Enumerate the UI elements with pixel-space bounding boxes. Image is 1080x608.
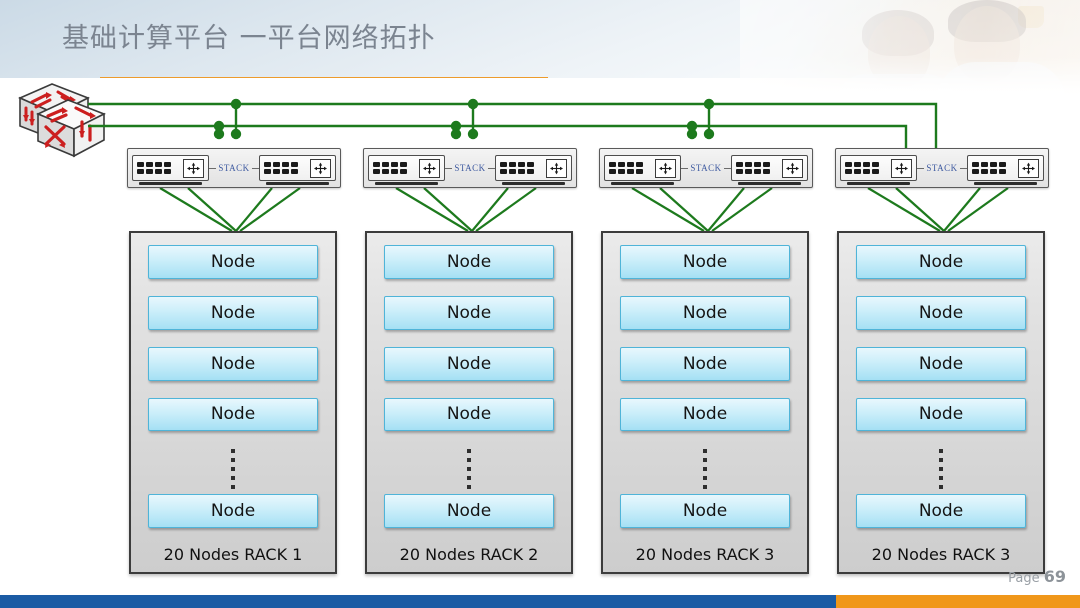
switch-ports-icon — [373, 162, 407, 174]
switch-half-right[interactable] — [258, 155, 336, 185]
switch-half-left[interactable] — [840, 155, 918, 185]
switch-arrows-icon — [309, 158, 331, 178]
node-box[interactable]: Node — [856, 295, 1026, 330]
switch-half-right[interactable] — [966, 155, 1044, 185]
switch-ports-icon — [971, 162, 1006, 174]
rack-label: 20 Nodes RACK 3 — [635, 545, 775, 565]
switch-stack-1[interactable]: STACK — [127, 148, 341, 188]
node-box[interactable]: Node — [856, 494, 1026, 529]
vertical-ellipsis-icon — [703, 448, 707, 490]
node-box[interactable]: Node — [148, 346, 318, 381]
rack-2[interactable]: Node Node Node Node Node 20 Nodes RACK 2 — [365, 231, 573, 574]
switch-half-left[interactable] — [132, 155, 210, 185]
node-box[interactable]: Node — [620, 295, 790, 330]
core-switch-cube-icon — [6, 82, 110, 160]
switch-ports-icon — [263, 162, 298, 174]
vertical-ellipsis-icon — [939, 448, 943, 490]
switch-arrows-icon — [545, 158, 567, 178]
switch-ports-icon — [137, 162, 171, 174]
switch-stack-4[interactable]: STACK — [835, 148, 1049, 188]
vertical-ellipsis-icon — [467, 448, 471, 490]
network-topology-diagram: STACK STACK — [0, 78, 1080, 578]
stack-link-label: STACK — [209, 163, 258, 173]
page-number-value: 69 — [1043, 567, 1066, 586]
node-box[interactable]: Node — [856, 245, 1026, 279]
rack-3[interactable]: Node Node Node Node Node 20 Nodes RACK 3 — [601, 231, 809, 574]
switch-ports-icon — [499, 162, 534, 174]
rack-label: 20 Nodes RACK 3 — [871, 545, 1011, 565]
node-box[interactable]: Node — [620, 346, 790, 381]
node-box[interactable]: Node — [856, 397, 1026, 432]
node-box[interactable]: Node — [148, 397, 318, 432]
switch-arrows-icon — [781, 158, 803, 178]
switch-arrows-icon — [655, 158, 677, 178]
switch-arrows-icon — [891, 158, 913, 178]
switch-arrows-icon — [183, 158, 205, 178]
switch-arrows-icon — [419, 158, 441, 178]
switch-ports-icon — [845, 162, 879, 174]
switch-stack-2[interactable]: STACK — [363, 148, 577, 188]
node-box[interactable]: Node — [856, 346, 1026, 381]
rack-1[interactable]: Node Node Node Node Node 20 Nodes RACK 1 — [129, 231, 337, 574]
node-box[interactable]: Node — [148, 494, 318, 529]
node-box[interactable]: Node — [620, 397, 790, 432]
rack-4[interactable]: Node Node Node Node Node 20 Nodes RACK 3 — [837, 231, 1045, 574]
rack-label: 20 Nodes RACK 2 — [399, 545, 539, 565]
node-box[interactable]: Node — [384, 494, 554, 529]
node-box[interactable]: Node — [148, 295, 318, 330]
node-box[interactable]: Node — [384, 245, 554, 279]
node-box[interactable]: Node — [384, 295, 554, 330]
rack-label: 20 Nodes RACK 1 — [163, 545, 303, 565]
switch-ports-icon — [609, 162, 643, 174]
footer-bar — [0, 595, 1080, 608]
node-box[interactable]: Node — [384, 346, 554, 381]
stack-link-label: STACK — [681, 163, 730, 173]
switch-stack-3[interactable]: STACK — [599, 148, 813, 188]
node-box[interactable]: Node — [620, 245, 790, 279]
page-number-label: Page — [1008, 571, 1040, 586]
node-box[interactable]: Node — [148, 245, 318, 279]
switch-half-right[interactable] — [494, 155, 572, 185]
page-number: Page 69 — [1008, 567, 1066, 586]
stack-link-label: STACK — [917, 163, 966, 173]
footer-bar-blue — [0, 595, 836, 608]
node-box[interactable]: Node — [384, 397, 554, 432]
title-underline — [100, 77, 548, 78]
switch-half-right[interactable] — [730, 155, 808, 185]
page-title: 基础计算平台 一平台网络拓扑 — [62, 23, 436, 54]
switch-half-left[interactable] — [368, 155, 446, 185]
header-photo-decoration — [740, 0, 1080, 96]
network-cables — [88, 98, 1009, 232]
switch-half-left[interactable] — [604, 155, 682, 185]
switch-arrows-icon — [1017, 158, 1039, 178]
node-box[interactable]: Node — [620, 494, 790, 529]
footer-bar-orange — [836, 595, 1080, 608]
vertical-ellipsis-icon — [231, 448, 235, 490]
stack-link-label: STACK — [445, 163, 494, 173]
switch-ports-icon — [735, 162, 770, 174]
